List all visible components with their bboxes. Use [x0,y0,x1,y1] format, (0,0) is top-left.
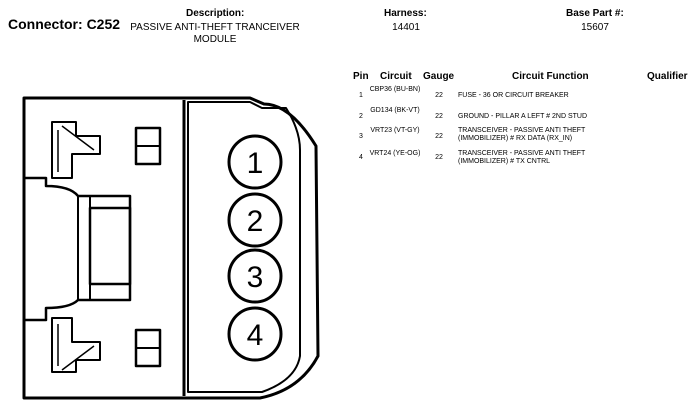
pin-3 [227,248,283,304]
description-value: PASSIVE ANTI-THEFT TRANCEIVER MODULE [130,22,300,45]
connector-bracket [51,121,101,179]
row-gauge: 22 [435,133,443,140]
connector-pin-cavity [187,101,301,393]
row-function: TRANSCEIVER - PASSIVE ANTI THEFT (IMMOBI… [458,127,586,142]
connector-bracket-diagonal [57,324,95,371]
harness-value: 14401 [392,22,420,33]
col-header-pin: Pin [353,71,369,82]
connector-latch-window [88,206,132,286]
col-header-function: Circuit Function [512,71,589,82]
pin-1 [227,134,283,190]
row-function: TRANSCEIVER - PASSIVE ANTI THEFT (IMMOBI… [458,150,586,165]
pin-2-label: 2 [247,205,264,238]
pin-4 [227,306,283,362]
row-circuit: CBP36 (BU-BN) [369,86,421,93]
pin-group [227,134,283,362]
connector-bracket-diagonal [57,125,95,172]
connector-title: Connector: C252 [8,16,120,32]
pin-4-label: 4 [247,319,264,352]
row-circuit: VRT23 (VT-GY) [370,127,420,134]
base-part-value: 15607 [581,22,609,33]
row-circuit: GD134 (BK-VT) [370,107,420,114]
connector-latch [22,176,132,322]
description-label: Description: [186,8,245,19]
pin-3-label: 3 [247,261,264,294]
row-gauge: 22 [435,154,443,161]
row-gauge: 22 [435,113,443,120]
col-header-circuit: Circuit [380,71,412,82]
col-header-qualifier: Qualifier [647,71,688,82]
connector-label: Connector: [8,16,83,32]
base-part-label: Base Part #: [566,8,624,19]
row-function: FUSE - 36 OR CIRCUIT BREAKER [458,92,569,99]
row-gauge: 22 [435,92,443,99]
connector-id: C252 [86,16,121,32]
pin-1-label: 1 [247,147,264,180]
pin-2 [227,192,283,248]
row-pin: 4 [359,154,363,161]
connector-housing [22,96,320,400]
row-pin: 2 [359,113,363,120]
row-pin: 1 [359,92,363,99]
connector-bracket [51,317,101,373]
row-pin: 3 [359,133,363,140]
row-function: GROUND - PILLAR A LEFT # 2ND STUD [458,113,588,120]
col-header-gauge: Gauge [423,71,455,82]
harness-label: Harness: [384,8,427,19]
row-circuit: VRT24 (YE-OG) [369,150,421,157]
